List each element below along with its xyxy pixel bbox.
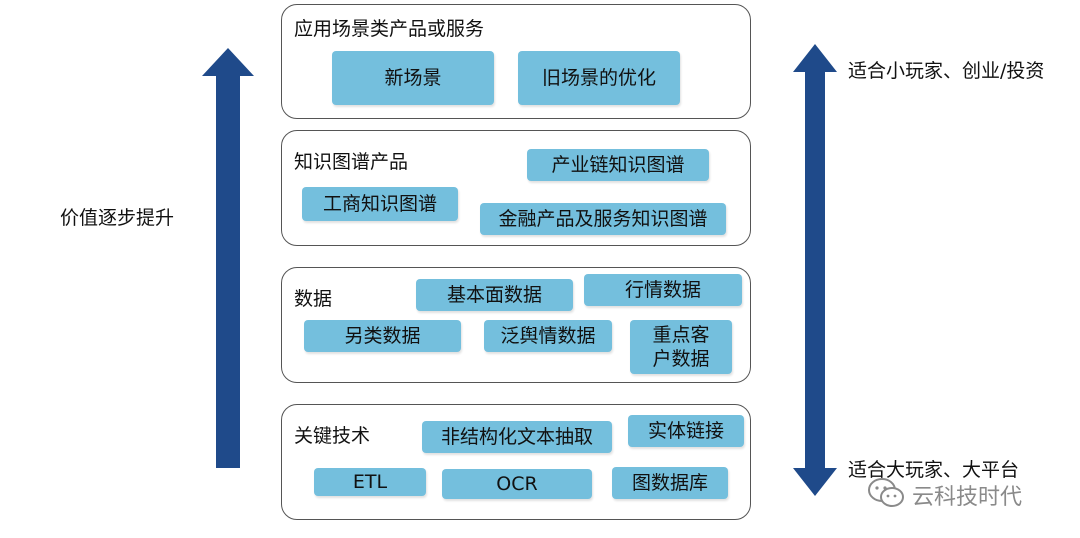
layer-key-technology: 关键技术 非结构化文本抽取 实体链接 ETL OCR 图数据库 bbox=[281, 404, 751, 520]
layer-data: 数据 基本面数据 行情数据 另类数据 泛舆情数据 重点客户数据 bbox=[281, 267, 751, 383]
right-top-label: 适合小玩家、创业/投资 bbox=[848, 60, 1045, 82]
chip-graph-database: 图数据库 bbox=[612, 467, 728, 499]
wechat-icon bbox=[868, 478, 904, 507]
player-scale-double-arrow bbox=[793, 44, 837, 496]
chip-financial-products-kg: 金融产品及服务知识图谱 bbox=[480, 203, 726, 235]
layer-knowledge-graph-title: 知识图谱产品 bbox=[294, 151, 409, 173]
layer-knowledge-graph: 知识图谱产品 产业链知识图谱 工商知识图谱 金融产品及服务知识图谱 bbox=[281, 130, 751, 246]
layer-application: 应用场景类产品或服务 新场景 旧场景的优化 bbox=[281, 4, 751, 119]
chip-public-opinion-data: 泛舆情数据 bbox=[484, 320, 612, 352]
right-bottom-label: 适合大玩家、大平台 bbox=[848, 459, 1020, 481]
chip-market-data: 行情数据 bbox=[584, 274, 742, 306]
layer-application-title: 应用场景类产品或服务 bbox=[294, 18, 485, 40]
layer-data-title: 数据 bbox=[294, 288, 333, 310]
chip-business-registry-kg: 工商知识图谱 bbox=[302, 187, 458, 221]
layer-key-technology-title: 关键技术 bbox=[294, 425, 371, 447]
chip-industry-chain-kg: 产业链知识图谱 bbox=[527, 149, 709, 181]
chip-new-scenario: 新场景 bbox=[332, 51, 494, 105]
left-label: 价值逐步提升 bbox=[60, 207, 175, 229]
chip-unstructured-text-extraction: 非结构化文本抽取 bbox=[422, 421, 612, 453]
chip-ocr: OCR bbox=[442, 469, 592, 499]
value-up-arrow bbox=[202, 48, 254, 468]
chip-key-customer-data: 重点客户数据 bbox=[630, 320, 732, 374]
watermark-text: 云科技时代 bbox=[912, 485, 1023, 510]
chip-alternative-data: 另类数据 bbox=[304, 320, 461, 352]
chip-etl: ETL bbox=[314, 468, 426, 496]
chip-fundamental-data: 基本面数据 bbox=[416, 279, 573, 311]
chip-old-scenario-optimization: 旧场景的优化 bbox=[518, 51, 680, 105]
chip-entity-linking: 实体链接 bbox=[628, 415, 744, 447]
